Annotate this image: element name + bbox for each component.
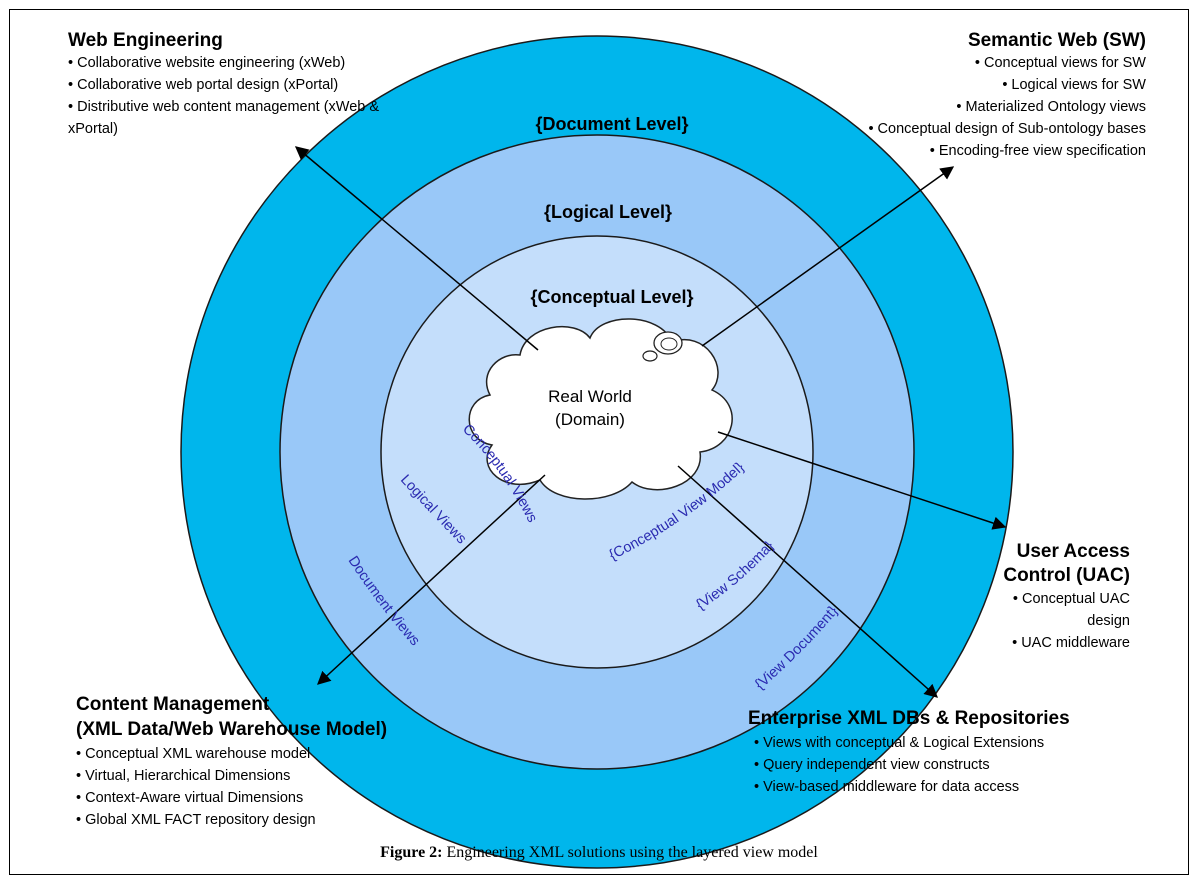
content-management-item: • Context-Aware virtual Dimensions [76, 790, 303, 806]
center-label-line2: (Domain) [555, 410, 625, 429]
enterprise-xml-item: • View-based middleware for data access [754, 779, 1019, 795]
content-management-item: • Global XML FACT repository design [76, 812, 316, 828]
web-engineering-item: xPortal) [68, 121, 118, 137]
document-level-label: {Document Level} [535, 114, 688, 134]
semantic-web-item: • Conceptual views for SW [975, 55, 1146, 71]
uac-item: • Conceptual UAC [1013, 591, 1130, 607]
figure-frame [9, 9, 1189, 875]
uac-item: • UAC middleware [1012, 635, 1130, 651]
web-engineering-item: • Collaborative website engineering (xWe… [68, 55, 345, 71]
enterprise-xml-title: Enterprise XML DBs & Repositories [748, 708, 1070, 729]
arrow-semantic-web [701, 166, 955, 347]
enterprise-xml-block: Enterprise XML DBs & Repositories • View… [748, 708, 1070, 795]
conceptual-level-label: {Conceptual Level} [530, 287, 693, 307]
arrow-user-access-control [717, 431, 1007, 530]
uac-title-line1: User Access [1017, 541, 1130, 562]
arrow-content-management [317, 474, 546, 685]
content-management-item: • Conceptual XML warehouse model [76, 746, 310, 762]
enterprise-xml-item: • Query independent view constructs [754, 757, 990, 773]
figure-caption: Figure 2: Engineering XML solutions usin… [380, 844, 818, 861]
semantic-web-item: • Materialized Ontology views [956, 99, 1146, 115]
web-engineering-item: • Collaborative web portal design (xPort… [68, 77, 338, 93]
center-label-line1: Real World [548, 387, 632, 406]
enterprise-xml-item: • Views with conceptual & Logical Extens… [754, 735, 1044, 751]
content-management-item: • Virtual, Hierarchical Dimensions [76, 768, 290, 784]
web-engineering-block: Web Engineering • Collaborative website … [68, 30, 379, 137]
arrow-web-engineering [294, 146, 539, 351]
logical-level-label: {Logical Level} [544, 202, 672, 222]
web-engineering-item: • Distributive web content management (x… [68, 99, 379, 115]
uac-title-line2: Control (UAC) [1003, 565, 1130, 586]
content-management-title-line2: (XML Data/Web Warehouse Model) [76, 719, 387, 740]
content-management-title-line1: Content Management [76, 694, 270, 715]
semantic-web-block: Semantic Web (SW) • Conceptual views for… [868, 30, 1146, 159]
arrow-enterprise-xml [677, 465, 939, 698]
user-access-control-block: User Access Control (UAC) • Conceptual U… [1003, 541, 1130, 651]
semantic-web-item: • Logical views for SW [1002, 77, 1146, 93]
semantic-web-item: • Encoding-free view specification [930, 143, 1146, 159]
uac-item: design [1087, 613, 1130, 629]
figure-caption-label: Figure 2: [380, 844, 442, 861]
semantic-web-title: Semantic Web (SW) [968, 30, 1146, 51]
real-world-cloud [468, 318, 733, 500]
semantic-web-item: • Conceptual design of Sub-ontology base… [868, 121, 1146, 137]
figure-caption-text: Engineering XML solutions using the laye… [443, 844, 819, 861]
web-engineering-title: Web Engineering [68, 30, 223, 51]
content-management-block: Content Management (XML Data/Web Warehou… [76, 694, 387, 828]
